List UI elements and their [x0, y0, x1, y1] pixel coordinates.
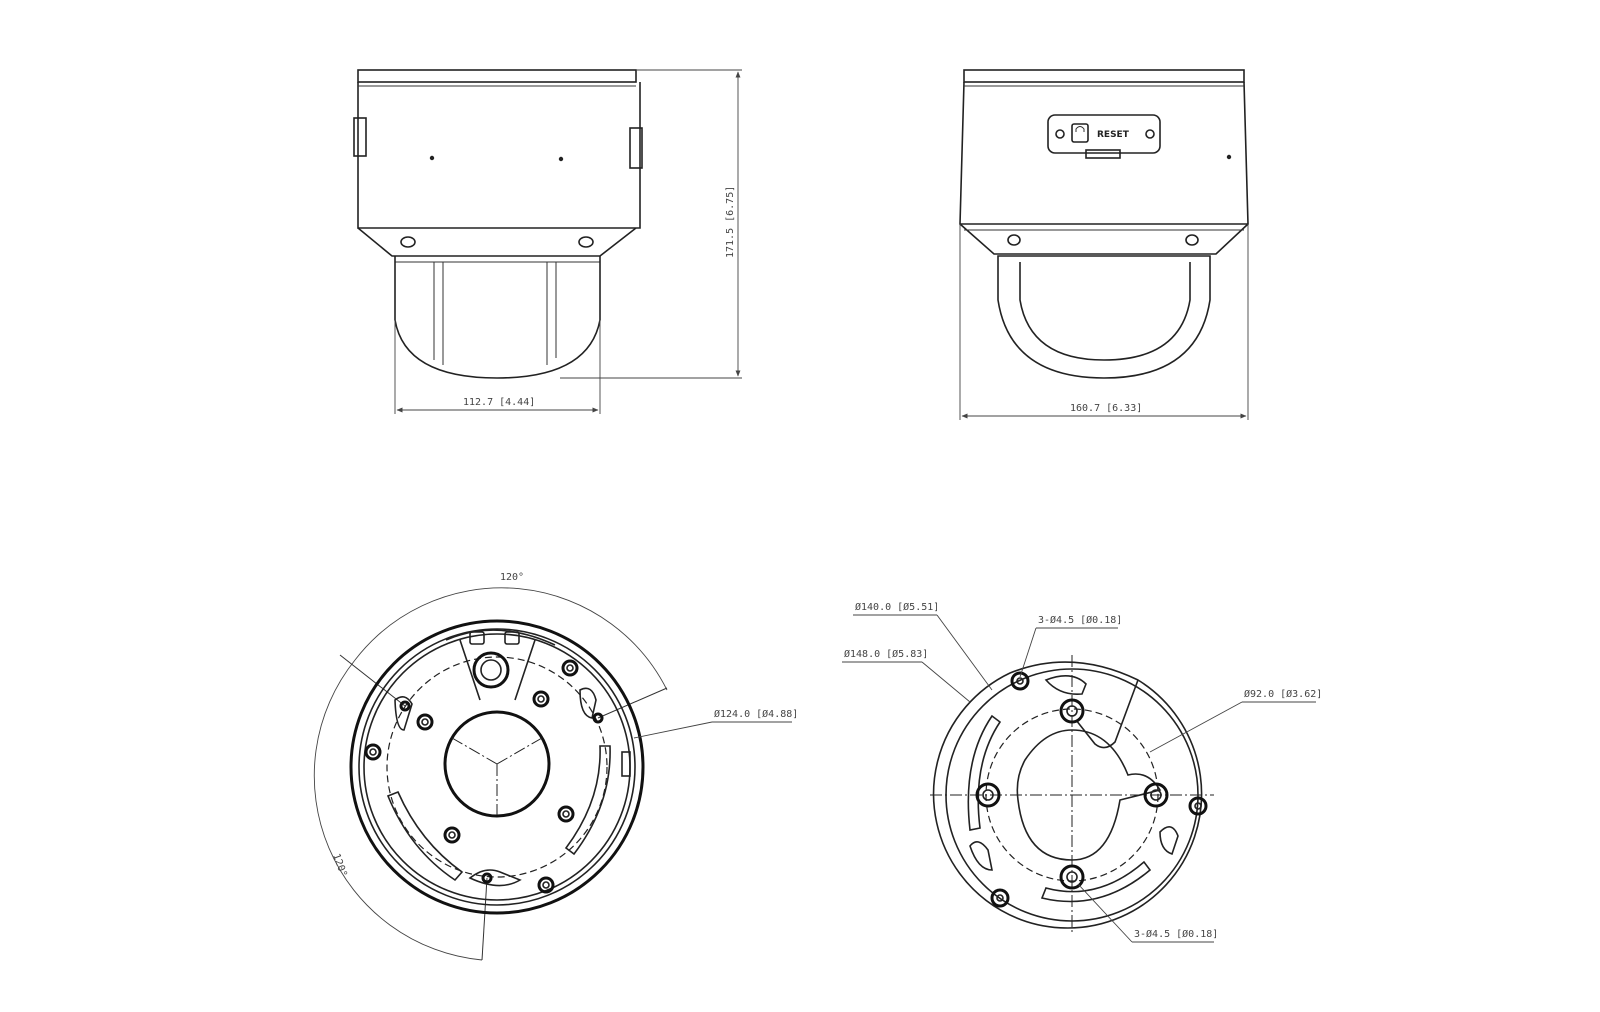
mount-d140-dimension: Ø140.0 [Ø5.51] [855, 601, 939, 613]
bottom-pcd-dimension: Ø124.0 [Ø4.88] [714, 708, 798, 720]
height-dimension: 171.5 [6.75] [725, 186, 736, 258]
front-view: 171.5 [6.75] 112.7 [4.44] [353, 69, 742, 414]
reset-panel [1047, 114, 1161, 154]
side-view: RESET 160.7 [6.33] [959, 69, 1249, 420]
mount-d148-dimension: Ø148.0 [Ø5.83] [844, 648, 928, 660]
angle-top-label: 120° [500, 572, 524, 583]
screw-icons [364, 659, 604, 894]
side-width-dimension: 160.7 [6.33] [1070, 403, 1142, 414]
mount-screw-icons [975, 671, 1208, 908]
angle-left-label: 120° [330, 852, 349, 878]
reset-label: RESET [1097, 130, 1130, 140]
front-width-dimension: 112.7 [4.44] [463, 397, 535, 408]
lock-icon [1071, 123, 1089, 143]
mount-plate-view: Ø140.0 [Ø5.51] Ø148.0 [Ø5.83] 3-Ø4.5 [Ø0… [842, 601, 1322, 943]
bottom-view: 120° 120° [313, 572, 798, 961]
mount-d92-dimension: Ø92.0 [Ø3.62] [1244, 688, 1322, 700]
mount-holes-bottom-dimension: 3-Ø4.5 [Ø0.18] [1134, 928, 1218, 940]
mount-holes-top-dimension: 3-Ø4.5 [Ø0.18] [1038, 614, 1122, 626]
